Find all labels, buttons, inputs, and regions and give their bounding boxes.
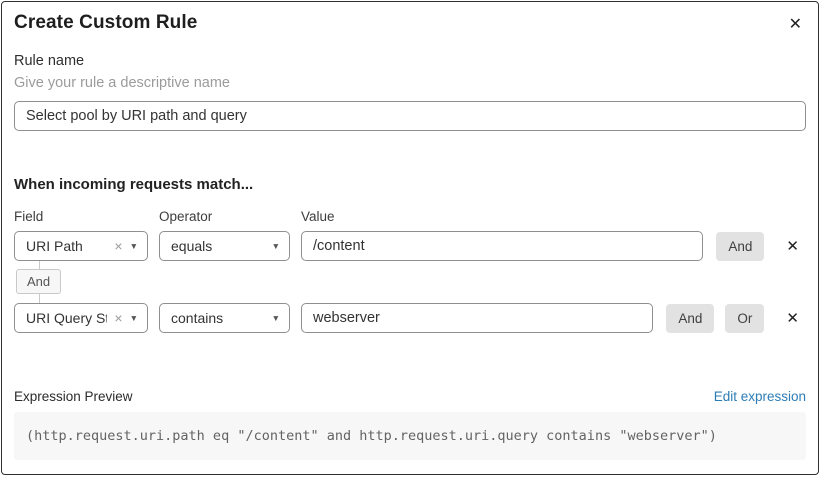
field-select-value: URI Query St...: [26, 310, 107, 326]
field-select[interactable]: URI Query St... × ▼: [14, 303, 148, 333]
close-icon[interactable]: ✕: [785, 14, 806, 34]
add-or-button[interactable]: Or: [725, 303, 765, 333]
rule-name-label: Rule name: [14, 53, 85, 69]
add-and-button[interactable]: And: [716, 231, 765, 261]
chevron-down-icon: ▼: [129, 313, 138, 324]
field-select-value: URI Path: [26, 238, 83, 254]
operator-column-label: Operator: [159, 209, 213, 224]
value-input[interactable]: [301, 303, 654, 333]
column-labels: Field Operator Value: [14, 209, 806, 224]
edit-expression-link[interactable]: Edit expression: [713, 389, 806, 404]
value-column-label: Value: [301, 209, 335, 224]
expression-code-block: (http.request.uri.path eq "/content" and…: [14, 412, 806, 460]
chevron-down-icon: ▼: [271, 241, 280, 252]
and-connector-badge: And: [16, 261, 62, 303]
operator-select-value: contains: [171, 310, 224, 326]
value-input[interactable]: [301, 231, 704, 261]
chevron-down-icon: ▼: [129, 241, 138, 252]
remove-row-icon[interactable]: ✕: [786, 308, 799, 327]
operator-select[interactable]: contains ▼: [159, 303, 290, 333]
rule-name-input[interactable]: [14, 101, 806, 131]
field-column-label: Field: [14, 209, 44, 224]
match-heading: When incoming requests match...: [14, 176, 254, 193]
dialog-title: Create Custom Rule: [14, 12, 198, 33]
rule-name-helper: Give your rule a descriptive name: [14, 75, 230, 91]
condition-row: URI Path × ▼ equals ▼ And ✕: [14, 231, 806, 261]
add-and-button[interactable]: And: [666, 303, 715, 333]
clear-selection-icon[interactable]: ×: [114, 310, 123, 326]
dialog-header: Create Custom Rule ✕: [14, 12, 806, 34]
expression-preview-header: Expression Preview Edit expression: [14, 389, 806, 404]
operator-select[interactable]: equals ▼: [159, 231, 290, 261]
field-select[interactable]: URI Path × ▼: [14, 231, 148, 261]
remove-row-icon[interactable]: ✕: [786, 236, 799, 255]
clear-selection-icon[interactable]: ×: [114, 238, 123, 254]
operator-select-value: equals: [171, 238, 213, 254]
chevron-down-icon: ▼: [271, 313, 280, 324]
expression-preview-label: Expression Preview: [14, 389, 133, 404]
condition-row: URI Query St... × ▼ contains ▼ And Or ✕: [14, 303, 806, 333]
